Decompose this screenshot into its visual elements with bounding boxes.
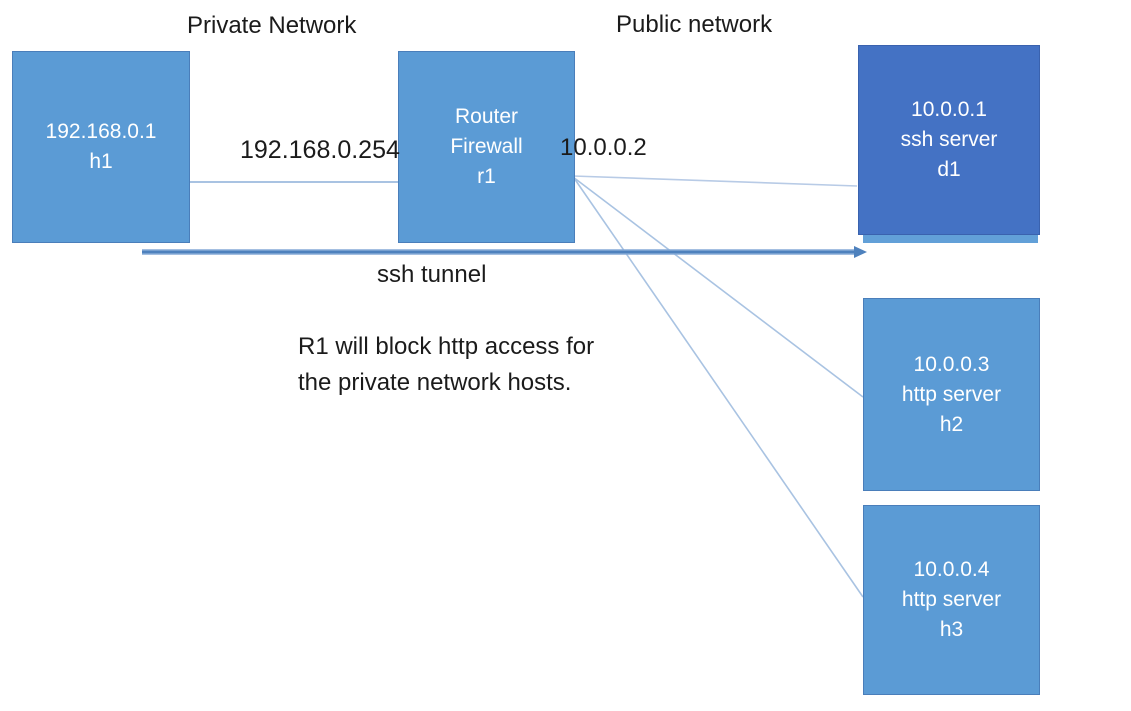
node-d1-role: ssh server: [900, 128, 998, 151]
ssh-tunnel-arrow: [142, 246, 867, 258]
link-r1-h3: [573, 177, 864, 598]
node-h3: 10.0.0.4 http server h3: [863, 505, 1040, 695]
firewall-note-line1: R1 will block http access for: [298, 333, 595, 360]
ssh-tunnel-label: ssh tunnel: [377, 261, 487, 288]
private-network-label: Private Network: [187, 12, 357, 39]
node-h1-name: h1: [89, 150, 113, 173]
node-d1-name: d1: [937, 158, 961, 181]
public-network-label: Public network: [616, 11, 773, 38]
node-d1-shadow-bar: [863, 235, 1038, 243]
node-h3-ip: 10.0.0.4: [913, 558, 990, 581]
node-r1-role1: Router: [454, 105, 519, 128]
firewall-note: R1 will block http access for the privat…: [298, 329, 594, 401]
node-r1: Router Firewall r1: [398, 51, 575, 243]
firewall-note-line2: the private network hosts.: [298, 369, 572, 396]
node-d1: 10.0.0.1 ssh server d1: [858, 45, 1040, 235]
link-r1-h2: [572, 176, 864, 398]
node-r1-role2: Firewall: [450, 135, 523, 158]
node-h2-name: h2: [939, 412, 964, 436]
node-h2-ip: 10.0.0.3: [913, 352, 990, 376]
arrowhead-icon: [854, 246, 867, 258]
node-h1: 192.168.0.1 h1: [12, 51, 190, 243]
node-h2: 10.0.0.3 http server h2: [863, 298, 1040, 491]
ip-label-192-168-0-254: 192.168.0.254: [240, 136, 400, 164]
node-h3-name: h3: [939, 618, 964, 641]
node-h3-role: http server: [901, 588, 1002, 611]
node-h2-role: http server: [901, 382, 1002, 406]
ip-label-10-0-0-2: 10.0.0.2: [560, 134, 647, 161]
node-d1-ip: 10.0.0.1: [911, 98, 987, 121]
node-r1-name: r1: [477, 165, 496, 188]
link-r1-d1: [572, 175, 858, 187]
node-h1-ip: 192.168.0.1: [45, 120, 157, 143]
